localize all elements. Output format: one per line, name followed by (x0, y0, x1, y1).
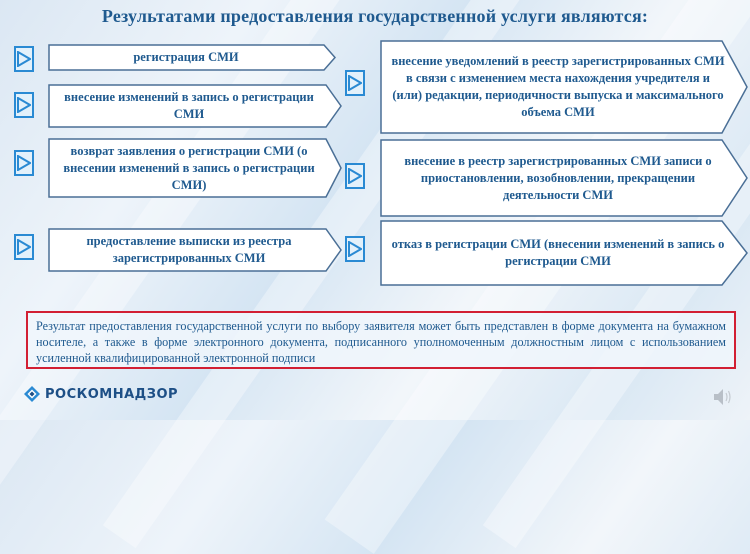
result-item-notifications: внесение уведомлений в реестр зарегистри… (380, 40, 748, 134)
result-item-label: отказ в регистрации СМИ (внесении измене… (391, 237, 725, 268)
logo-text: РОСКОМНАДЗОР (45, 386, 179, 402)
roskomnadzor-logo-icon (24, 386, 40, 402)
play-arrow-icon (345, 163, 365, 189)
result-item-registration: регистрация СМИ (48, 44, 336, 71)
note-text: Результат предоставления государственной… (36, 319, 726, 365)
result-item-return-application: возврат заявления о регистрации СМИ (о в… (48, 138, 342, 198)
speaker-icon[interactable] (712, 386, 734, 413)
result-item-changes: внесение изменений в запись о регистраци… (48, 84, 342, 128)
play-arrow-icon (345, 70, 365, 96)
play-arrow-icon (345, 236, 365, 262)
result-item-label: предоставление выписки из реестра зареги… (86, 234, 292, 265)
result-item-label: возврат заявления о регистрации СМИ (о в… (63, 143, 315, 192)
result-item-label: внесение уведомлений в реестр зарегистри… (391, 54, 725, 119)
play-arrow-icon (14, 92, 34, 118)
play-arrow-icon (14, 150, 34, 176)
roskomnadzor-logo: РОСКОМНАДЗОР (24, 386, 178, 402)
result-item-label: внесение в реестр зарегистрированных СМИ… (404, 153, 712, 202)
slide-title: Результатами предоставления государствен… (101, 6, 649, 26)
result-form-note: Результат предоставления государственной… (26, 311, 736, 369)
result-item-label: внесение изменений в запись о регистраци… (64, 90, 314, 121)
result-item-suspension: внесение в реестр зарегистрированных СМИ… (380, 139, 748, 217)
result-item-label: регистрация СМИ (133, 50, 239, 64)
result-item-registry-extract: предоставление выписки из реестра зареги… (48, 228, 342, 272)
result-item-refusal: отказ в регистрации СМИ (внесении измене… (380, 220, 748, 286)
play-arrow-icon (14, 46, 34, 72)
play-arrow-icon (14, 234, 34, 260)
